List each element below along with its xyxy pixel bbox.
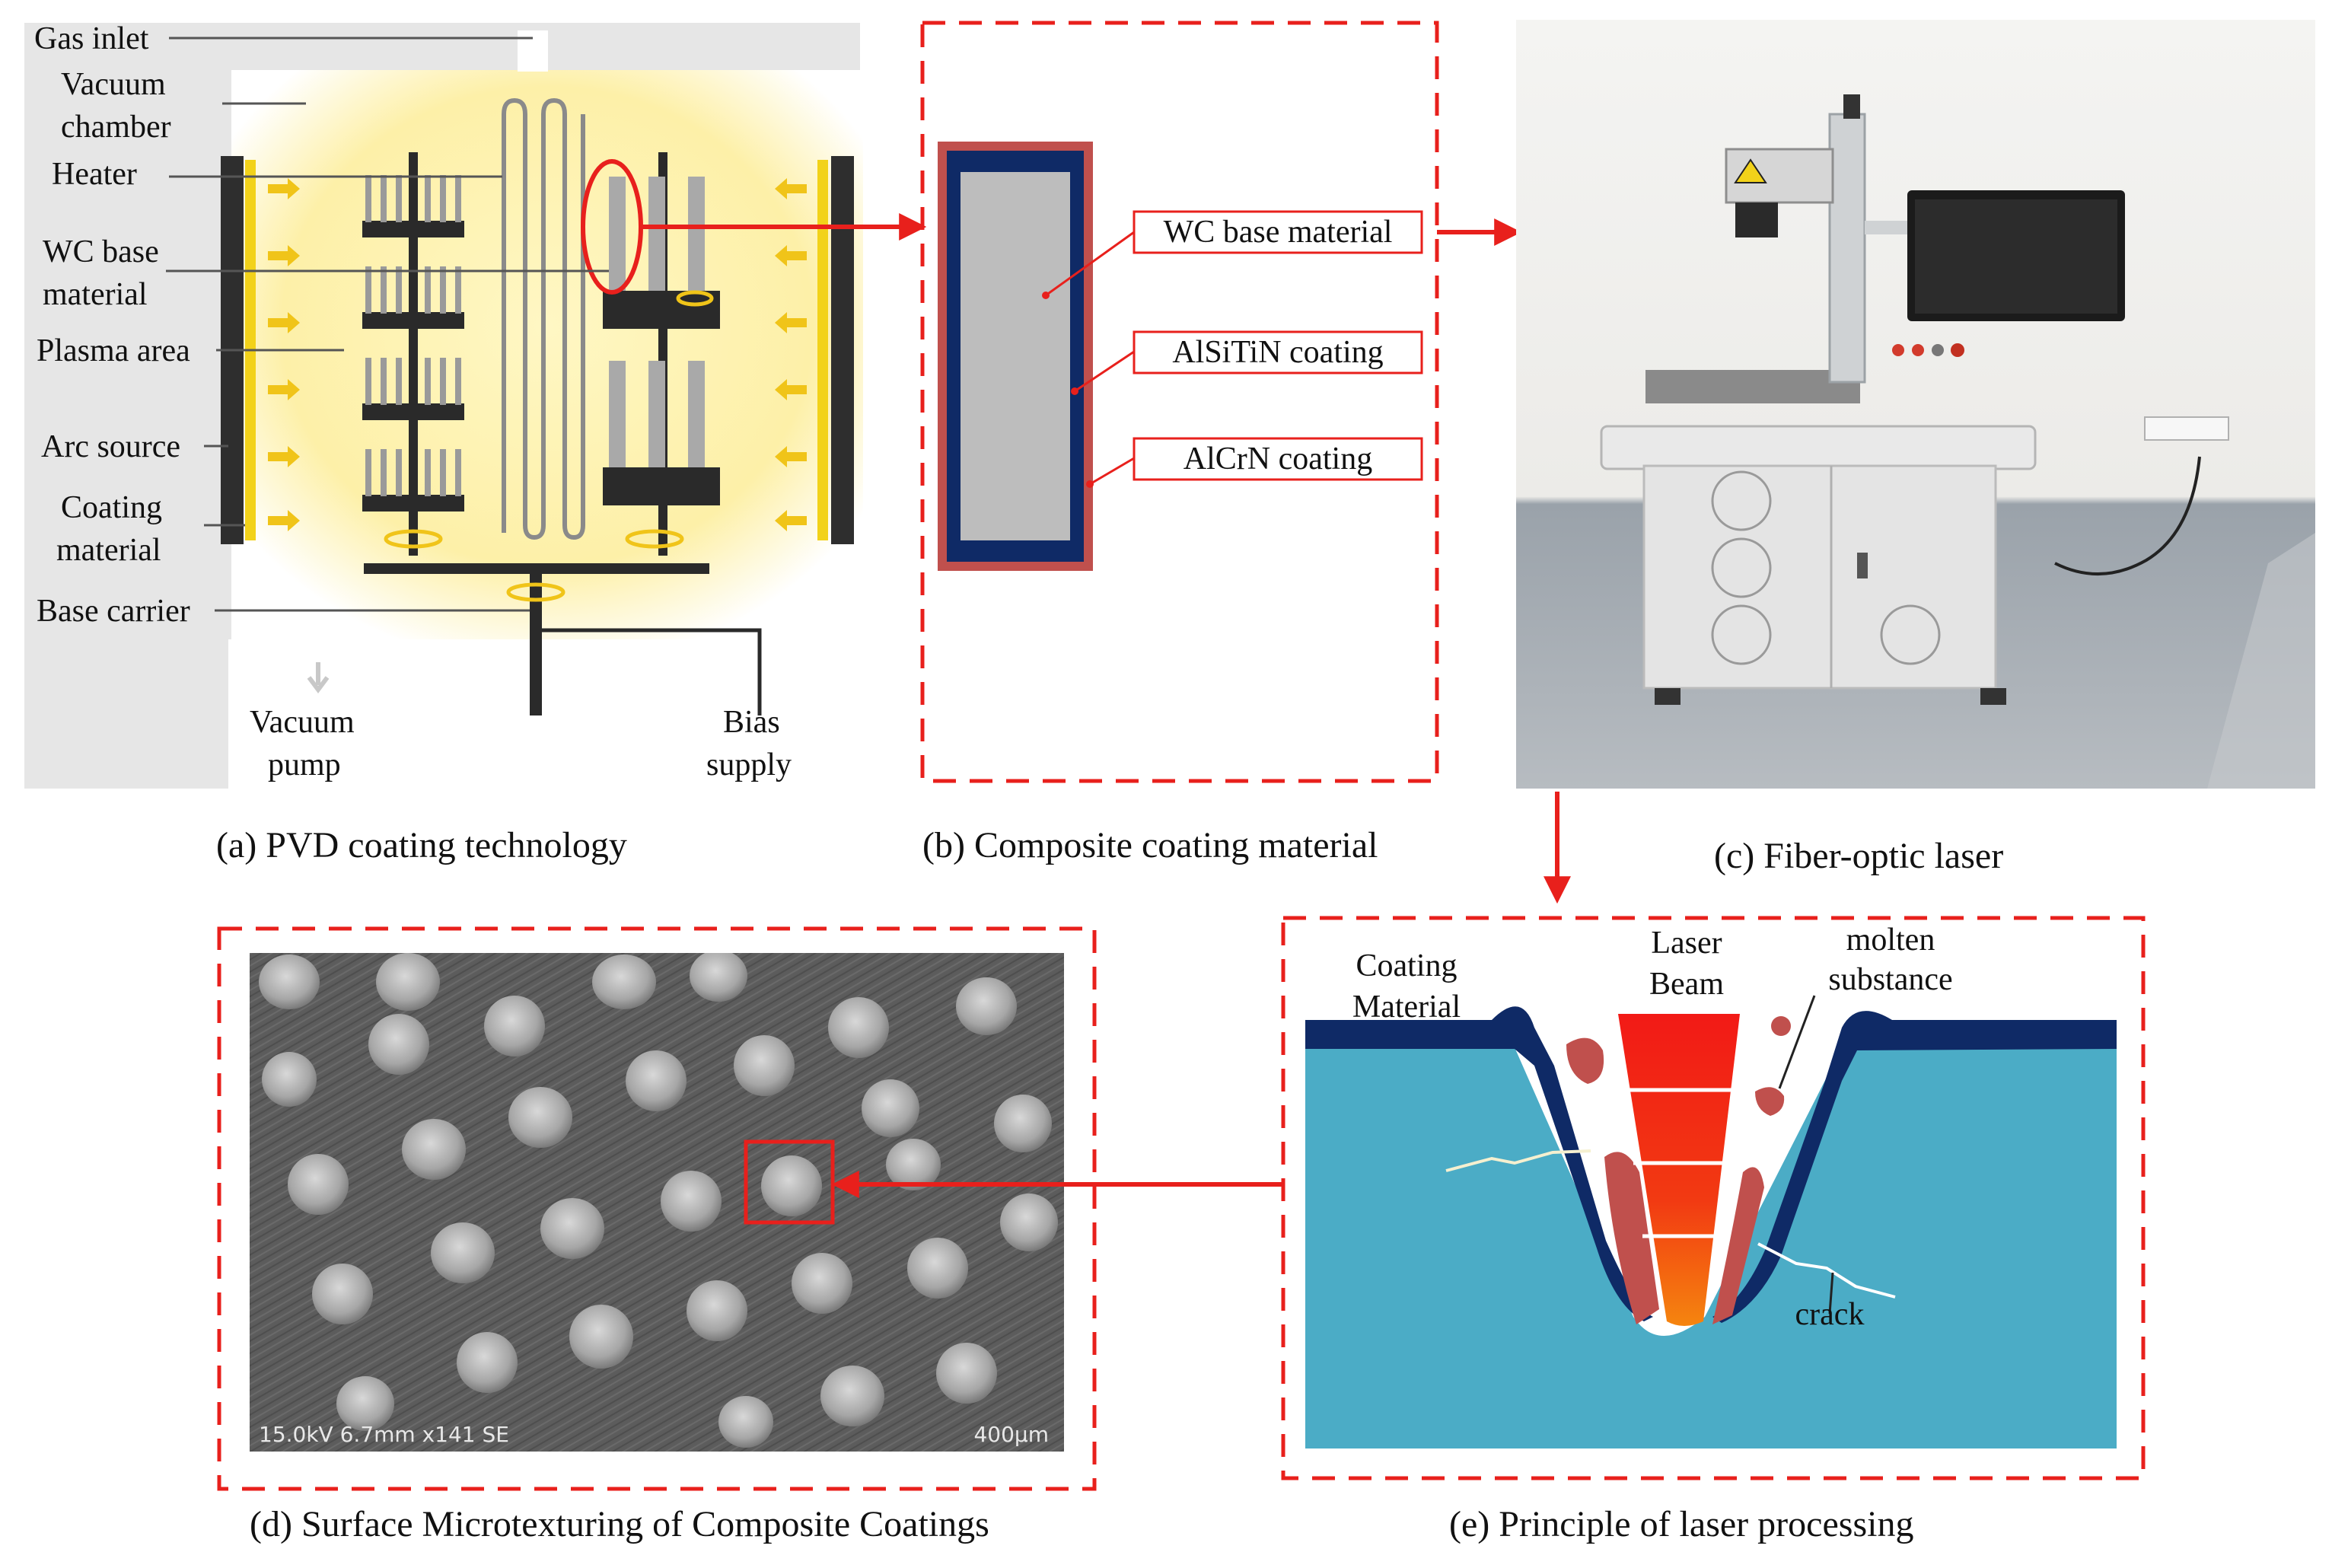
sem-info-label: 15.0kV 6.7mm x141 SE — [259, 1422, 509, 1447]
bias-supply-label-1: Bias — [723, 705, 780, 740]
coating-material-label-2: material — [56, 533, 161, 568]
cabinet-foot-left — [1655, 688, 1681, 705]
laser-warning-icon — [1734, 158, 1767, 183]
vacuum-chamber-label-2: chamber — [61, 110, 171, 145]
panel-e-laser-principle: Coating Material Laser Beam molten subst… — [1281, 916, 2146, 1544]
panel-b-composite-coating: WC base material AlSiTiN coating AlCrN c… — [920, 21, 1522, 865]
heater-coil — [502, 97, 585, 540]
coating-material-right — [817, 160, 828, 540]
sem-scale-label: 400μm — [973, 1422, 1049, 1447]
coating-label-1: Coating — [1356, 948, 1458, 983]
left-substrate-holder — [362, 152, 464, 556]
laser-column — [1828, 113, 1866, 384]
control-buttons — [1892, 343, 1964, 357]
coating-left — [1305, 1006, 1653, 1321]
right-substrate-holder — [603, 152, 720, 556]
plasma-arrows — [268, 178, 807, 531]
molten-label-2: substance — [1828, 962, 1952, 997]
coating-right — [1712, 1011, 2117, 1323]
pvd-leader-lines — [166, 37, 609, 612]
panel-c-laser-machine: (c) Fiber-optic laser — [1516, 20, 2315, 904]
crack-leader — [1828, 1272, 1834, 1315]
laser-label-2: Beam — [1649, 967, 1724, 1002]
coating-material-label-1: Coating — [61, 490, 162, 525]
vent-icons — [1711, 470, 1941, 665]
cabinet-lock — [1857, 553, 1868, 578]
rotation-icon — [506, 582, 565, 602]
cabinet-foot-right — [1980, 688, 2006, 705]
caption-d: (d) Surface Microtexturing of Composite … — [250, 1504, 989, 1544]
alcrn-leader — [1089, 457, 1135, 486]
bias-supply-box — [667, 715, 842, 784]
power-strip — [2144, 416, 2229, 441]
sem-dimples — [259, 953, 1058, 1448]
panel-a-pvd-diagram: Gas inlet Vacuum chamber Heater WC base … — [24, 21, 927, 865]
caption-e: (e) Principle of laser processing — [1449, 1504, 1913, 1544]
sem-image: 15.0kV 6.7mm x141 SE 400μm — [250, 953, 1064, 1452]
galvo-lens — [1735, 202, 1778, 237]
vacuum-pump-label-1: Vacuum — [250, 705, 355, 740]
bias-supply-label-2: supply — [706, 747, 792, 782]
cabinet-body — [1642, 464, 1997, 690]
power-cable — [2054, 456, 2201, 575]
work-plate — [1645, 370, 1860, 403]
panel-d-frame — [217, 926, 1097, 1491]
base-carrier-label: Base carrier — [37, 594, 190, 629]
monitor-screen — [1915, 199, 2117, 314]
caption-c: (c) Fiber-optic laser — [1714, 836, 2003, 876]
panel-e-frame — [1281, 916, 2146, 1480]
bias-wire — [542, 628, 762, 715]
lift-handle — [1843, 94, 1860, 119]
gas-inlet-label: Gas inlet — [34, 21, 149, 56]
alcrn-label-box — [1133, 437, 1423, 481]
arc-source-right — [831, 156, 854, 544]
beam-segments — [1624, 1088, 1734, 1238]
plasma-area-label: Plasma area — [37, 333, 190, 368]
work-table — [1600, 425, 2037, 470]
wc-core — [961, 172, 1070, 540]
crack-right — [1757, 1242, 1896, 1299]
wc-leader — [1045, 231, 1135, 297]
wc-label: WC base material — [1164, 215, 1393, 250]
laser-label-1: Laser — [1651, 926, 1722, 961]
panel-d-sem: 15.0kV 6.7mm x141 SE 400μm (d) Surface M… — [217, 926, 1285, 1544]
wc-base-label-2: material — [43, 277, 148, 312]
gas-inlet-pipe — [518, 30, 548, 72]
alsitin-leader — [1074, 350, 1135, 393]
center-box — [449, 715, 620, 784]
vacuum-pump-label-2: pump — [268, 747, 341, 782]
caption-b: (b) Composite coating material — [922, 825, 1378, 865]
alsitin-label-box — [1133, 330, 1423, 374]
heater-label: Heater — [52, 157, 137, 192]
panel-b-frame — [920, 21, 1439, 783]
base-carrier-plate — [364, 563, 709, 574]
crack-left — [1445, 1149, 1591, 1172]
molten-leader — [1778, 995, 1816, 1089]
coating-label-2: Material — [1352, 990, 1461, 1025]
vacuum-chamber — [231, 70, 863, 639]
molten-substance — [1566, 1016, 1791, 1324]
substrate — [1305, 1047, 2117, 1448]
floor-tiles — [2207, 533, 2315, 789]
vacuum-chamber-label-1: Vacuum — [61, 67, 166, 102]
crack-label: crack — [1795, 1297, 1865, 1332]
vacuum-pump-box — [230, 715, 405, 784]
caption-a: (a) PVD coating technology — [216, 825, 627, 865]
wc-base-label-1: WC base — [43, 234, 159, 269]
molten-label-1: molten — [1846, 923, 1935, 958]
wc-label-box — [1133, 210, 1423, 254]
base-carrier-shaft — [530, 574, 542, 715]
arc-source-label: Arc source — [41, 429, 180, 464]
pump-arrow-icon — [307, 662, 330, 693]
alsitin-label: AlSiTiN coating — [1172, 335, 1383, 370]
alcrn-label: AlCrN coating — [1184, 441, 1372, 476]
